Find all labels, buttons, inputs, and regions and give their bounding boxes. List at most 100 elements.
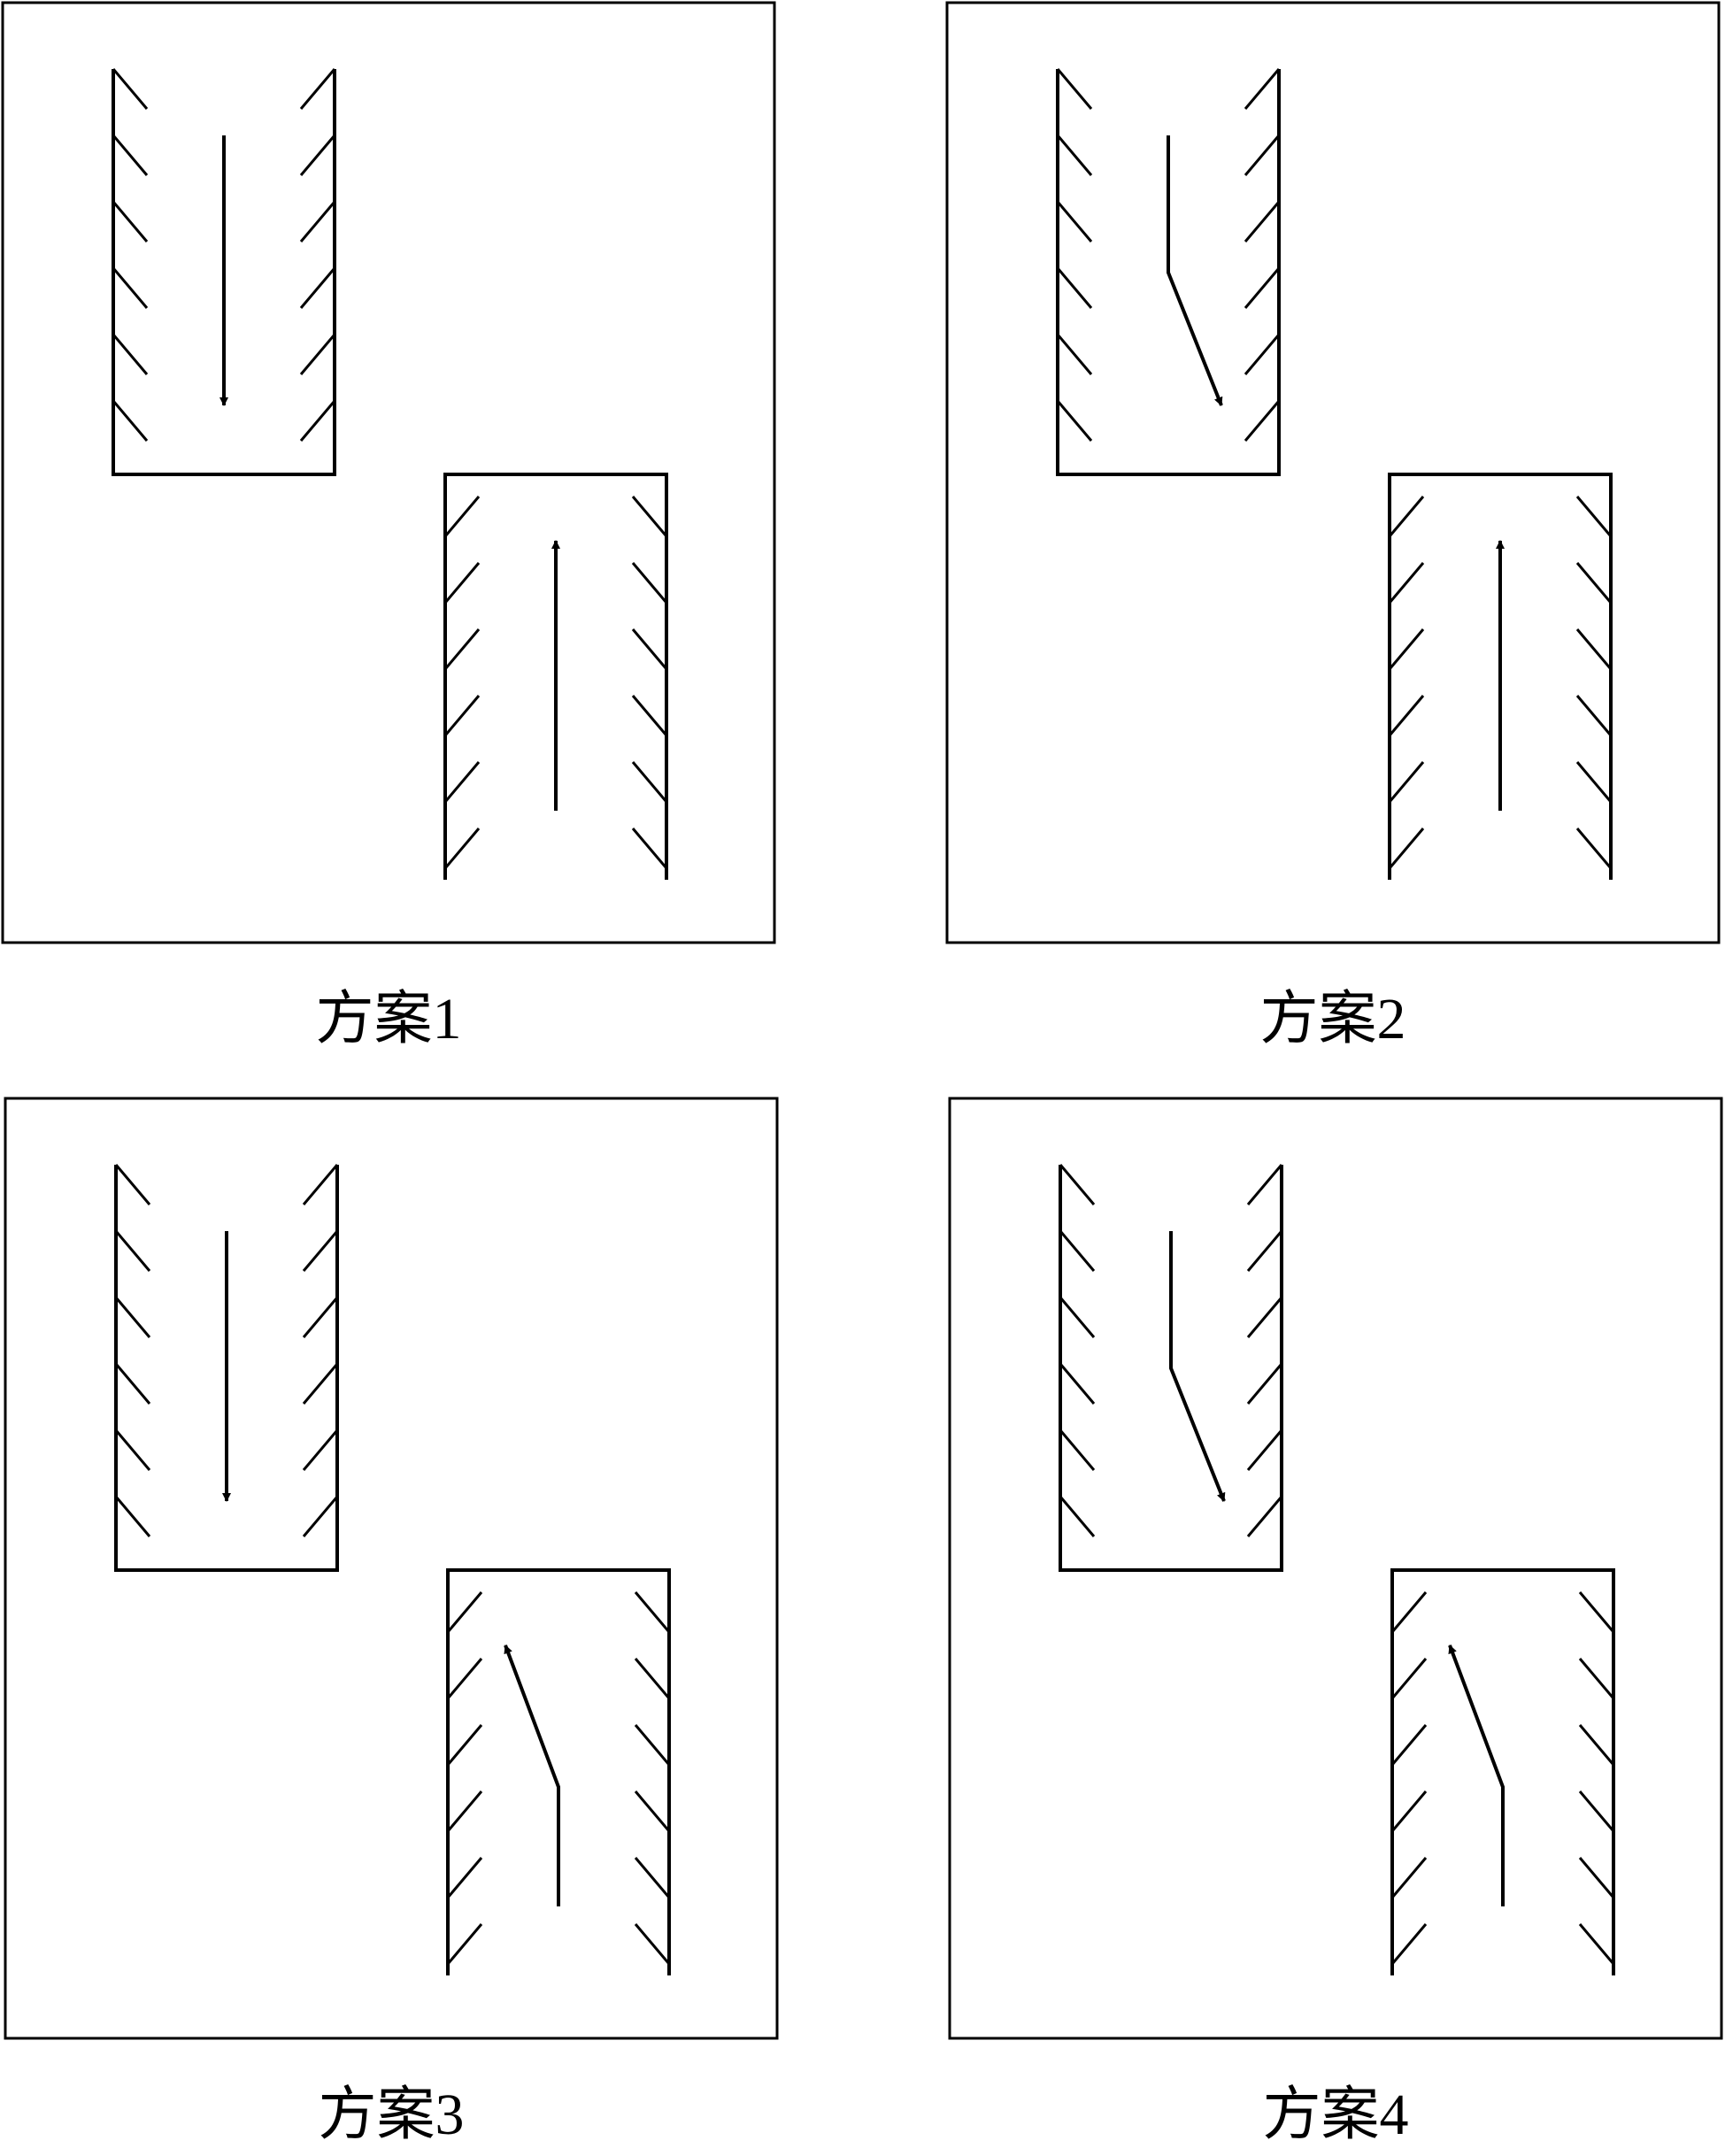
hatch-mark (1056, 68, 1093, 110)
hatch-mark (1056, 334, 1093, 375)
hatch-mark (631, 628, 668, 670)
lower-channel-walls (1388, 473, 1613, 880)
hatch-mark (112, 400, 149, 442)
hatch-mark (1244, 201, 1281, 243)
hatch-mark (114, 1230, 151, 1272)
hatch-mark (1059, 1496, 1096, 1537)
hatch-mark (299, 267, 336, 309)
scheme-caption: 方案4 (1263, 2083, 1409, 2147)
hatch-mark (1059, 1164, 1096, 1205)
outer-frame (4, 1097, 779, 2040)
hatch-mark (443, 496, 481, 537)
hatch-mark (299, 201, 336, 243)
hatch-mark (631, 828, 668, 869)
hatch-mark (1244, 267, 1281, 309)
hatch-mark (1388, 761, 1425, 803)
upper-channel (1059, 1164, 1283, 1572)
lower-channel-walls (1390, 1568, 1615, 1975)
scheme-panel-4: 方案4 (948, 1097, 1723, 2147)
hatch-mark (1575, 828, 1613, 869)
hatch-mark (299, 334, 336, 375)
hatch-mark (299, 400, 336, 442)
lower-channel (443, 473, 668, 880)
hatch-mark (634, 1724, 671, 1766)
hatch-mark (1388, 828, 1425, 869)
hatch-mark (114, 1297, 151, 1338)
hatch-mark (1244, 400, 1281, 442)
upper-channel-walls (112, 69, 336, 476)
hatch-mark (302, 1297, 339, 1338)
lower-flow-arrow (504, 1644, 560, 1906)
outer-frame (1, 1, 776, 944)
hatch-mark (1390, 1591, 1428, 1633)
hatch-mark (112, 267, 149, 309)
hatch-mark (299, 135, 336, 176)
hatch-mark (1388, 562, 1425, 604)
hatch-mark (114, 1363, 151, 1405)
upper-channel (112, 68, 336, 476)
hatch-mark (1246, 1230, 1283, 1272)
hatch-mark (1056, 267, 1093, 309)
hatch-mark (1575, 761, 1613, 803)
hatch-mark (1578, 1790, 1615, 1832)
hatch-mark (1388, 695, 1425, 736)
hatch-mark (299, 68, 336, 110)
hatch-mark (1578, 1857, 1615, 1898)
lower-channel (1388, 473, 1613, 880)
hatch-mark (634, 1790, 671, 1832)
hatch-mark (1246, 1297, 1283, 1338)
hatch-mark (446, 1923, 483, 1965)
hatch-mark (302, 1164, 339, 1205)
hatch-mark (634, 1923, 671, 1965)
hatch-mark (302, 1496, 339, 1537)
hatch-mark (112, 68, 149, 110)
hatch-mark (446, 1658, 483, 1699)
hatch-mark (631, 761, 668, 803)
hatch-mark (634, 1857, 671, 1898)
hatch-mark (1575, 695, 1613, 736)
hatch-mark (1244, 68, 1281, 110)
hatch-mark (302, 1363, 339, 1405)
upper-flow-arrow (1167, 135, 1223, 406)
hatch-mark (1056, 400, 1093, 442)
hatch-mark (112, 201, 149, 243)
hatch-mark (1575, 496, 1613, 537)
hatch-mark (1390, 1857, 1428, 1898)
upper-channel (1056, 68, 1281, 476)
hatch-mark (443, 828, 481, 869)
hatch-mark (446, 1724, 483, 1766)
hatch-mark (1390, 1724, 1428, 1766)
hatch-mark (1578, 1923, 1615, 1965)
hatch-mark (446, 1857, 483, 1898)
scheme-panel-3: 方案3 (4, 1097, 779, 2147)
hatch-mark (1056, 201, 1093, 243)
upper-channel-walls (1059, 1165, 1283, 1572)
hatch-mark (1059, 1363, 1096, 1405)
hatch-mark (302, 1429, 339, 1471)
hatch-mark (631, 695, 668, 736)
hatch-mark (1575, 628, 1613, 670)
outer-frame (945, 1, 1721, 944)
hatch-mark (1578, 1658, 1615, 1699)
scheme-panel-2: 方案2 (945, 1, 1721, 1051)
hatch-mark (1578, 1591, 1615, 1633)
hatch-mark (114, 1429, 151, 1471)
hatch-mark (114, 1496, 151, 1537)
hatch-mark (1578, 1724, 1615, 1766)
upper-flow-arrow (1169, 1231, 1226, 1502)
hatch-mark (1056, 135, 1093, 176)
outer-frame (948, 1097, 1723, 2040)
scheme-panel-1: 方案1 (1, 1, 776, 1051)
hatch-mark (443, 562, 481, 604)
lower-channel (446, 1568, 671, 1975)
hatch-mark (302, 1230, 339, 1272)
hatch-mark (631, 496, 668, 537)
hatch-mark (1059, 1429, 1096, 1471)
hatch-mark (1390, 1658, 1428, 1699)
hatch-mark (443, 695, 481, 736)
hatch-mark (634, 1658, 671, 1699)
hatch-mark (1390, 1923, 1428, 1965)
hatch-mark (1059, 1297, 1096, 1338)
hatch-mark (1246, 1496, 1283, 1537)
